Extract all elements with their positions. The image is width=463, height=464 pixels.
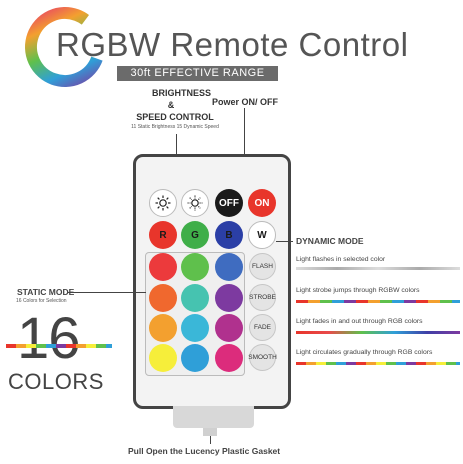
fade-button[interactable]: FADE	[249, 314, 276, 341]
green-label: G	[191, 229, 199, 241]
red-label: R	[159, 229, 167, 241]
flash-description: Light flashes in selected color	[296, 256, 386, 263]
gasket-label: Pull Open the Lucency Plastic Gasket	[128, 446, 281, 456]
gasket-tab[interactable]	[203, 428, 217, 436]
color-button[interactable]	[181, 253, 209, 281]
white-label: W	[257, 229, 267, 241]
blue-label: B	[225, 229, 233, 241]
color-button[interactable]	[215, 314, 243, 342]
color-button[interactable]	[149, 284, 177, 312]
color-button[interactable]	[149, 314, 177, 342]
on-button[interactable]: ON	[248, 189, 276, 217]
power-label: Power ON/ OFF	[212, 97, 279, 107]
callout-line	[244, 108, 245, 162]
static-mode-subtitle: 16 Colors for Selection	[16, 298, 67, 304]
color-button[interactable]	[181, 284, 209, 312]
smooth-label: SMOOTH	[248, 354, 277, 361]
callout-line	[210, 436, 211, 444]
brightness-up-icon	[155, 195, 171, 211]
smooth-button[interactable]: SMOOTH	[248, 344, 277, 371]
color-button[interactable]	[215, 284, 243, 312]
ampersand-label: &	[167, 100, 175, 110]
speed-control-label: SPEED CONTROL	[136, 112, 214, 122]
off-button[interactable]: OFF	[215, 189, 243, 217]
brightness-up-button[interactable]	[149, 189, 177, 217]
fade-stripe	[296, 331, 460, 334]
color-button[interactable]	[215, 344, 243, 372]
flash-label: FLASH	[252, 263, 273, 270]
plastic-gasket[interactable]	[173, 406, 254, 428]
color-count: 16	[17, 306, 81, 371]
strobe-stripe	[296, 300, 460, 303]
strobe-description: Light strobe jumps through RGBW colors	[296, 287, 420, 294]
smooth-stripe	[296, 362, 460, 365]
red-button[interactable]: R	[149, 221, 177, 249]
strobe-label: STROBE	[249, 294, 276, 301]
smooth-description: Light circulates gradually through RGB c…	[296, 349, 433, 356]
callout-line	[68, 292, 146, 293]
page-title: RGBW Remote Control	[56, 26, 409, 63]
off-label: OFF	[219, 197, 239, 209]
on-label: ON	[254, 197, 270, 209]
fade-label: FADE	[254, 324, 271, 331]
speed-control-subtext: 11 Static Brightness 15 Dynamic Speed	[131, 124, 219, 130]
color-ring-logo	[25, 7, 105, 87]
brightness-down-icon	[187, 195, 203, 211]
green-button[interactable]: G	[181, 221, 209, 249]
callout-line	[176, 134, 177, 160]
color-button[interactable]	[215, 253, 243, 281]
fade-description: Light fades in and out through RGB color…	[296, 318, 423, 325]
color-button[interactable]	[181, 344, 209, 372]
blue-button[interactable]: B	[215, 221, 243, 249]
range-banner: 30ft EFFECTIVE RANGE	[117, 66, 278, 81]
white-button[interactable]: W	[248, 221, 276, 249]
rainbow-stripe	[6, 344, 112, 348]
brightness-down-button[interactable]	[181, 189, 209, 217]
color-button[interactable]	[149, 253, 177, 281]
callout-line	[276, 241, 293, 242]
static-mode-title: STATIC MODE	[17, 287, 75, 297]
brightness-label: BRIGHTNESS	[152, 88, 212, 98]
colors-label: COLORS	[8, 369, 104, 394]
dynamic-mode-title: DYNAMIC MODE	[296, 236, 364, 246]
flash-button[interactable]: FLASH	[249, 253, 276, 280]
flash-stripe	[296, 267, 460, 270]
color-button[interactable]	[149, 344, 177, 372]
color-button[interactable]	[181, 314, 209, 342]
strobe-button[interactable]: STROBE	[249, 284, 276, 311]
